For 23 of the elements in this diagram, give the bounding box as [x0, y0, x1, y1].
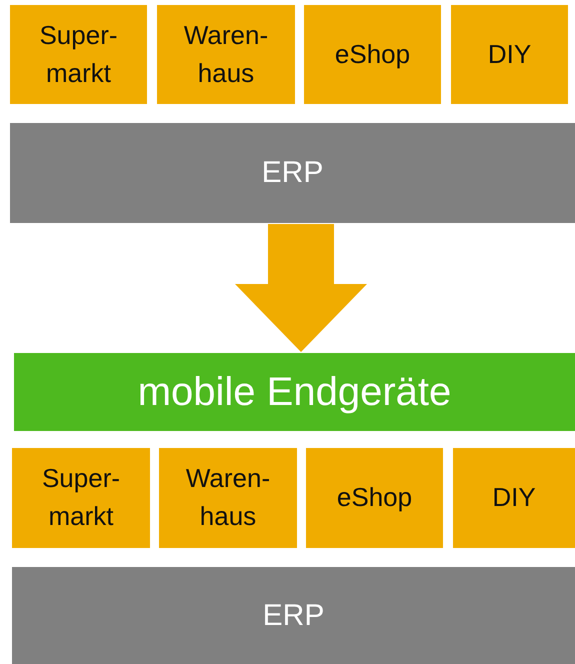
category-box [10, 5, 147, 104]
box-label: Super- markt [40, 462, 122, 533]
box-label: Waren- haus [182, 18, 270, 90]
box-label: DIY [492, 481, 536, 514]
box-label: eShop [334, 38, 410, 71]
box-label: DIY [488, 38, 532, 71]
category-box [306, 448, 443, 548]
category-box [157, 5, 295, 104]
box-label: Waren- haus [184, 462, 272, 533]
box-label: ERP [262, 155, 324, 192]
box-label: mobile Endgeräte [138, 369, 452, 416]
category-box [12, 448, 150, 548]
layer-bar [14, 353, 575, 431]
system-bar [12, 567, 575, 664]
block-arrow [235, 224, 367, 352]
system-bar [10, 123, 575, 223]
category-box [304, 5, 441, 104]
category-box [451, 5, 568, 104]
category-box [159, 448, 297, 548]
category-box [453, 448, 575, 548]
box-label: eShop [336, 481, 412, 514]
box-label: ERP [262, 598, 324, 634]
box-label: Super- markt [38, 18, 119, 90]
